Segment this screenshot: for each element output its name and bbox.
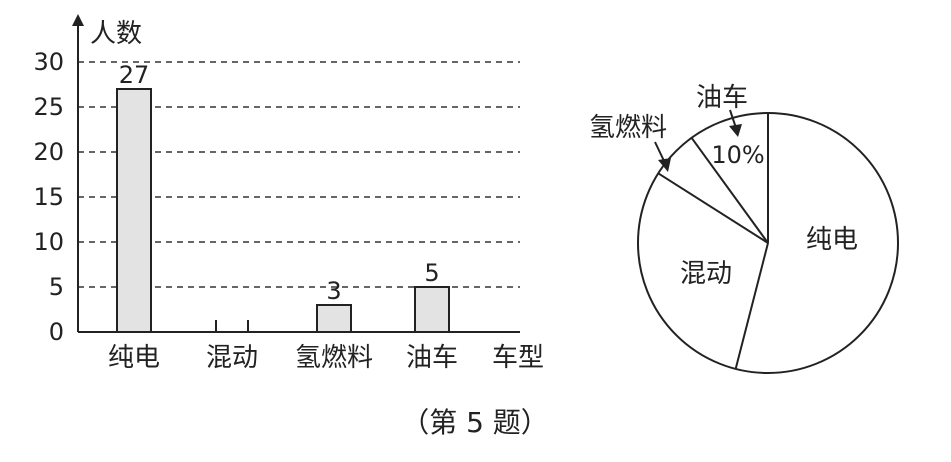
- pie-slice-borders: [657, 113, 769, 370]
- pie-slice-border: [657, 172, 769, 244]
- bars: 27 3 5: [116, 61, 450, 333]
- y-tick-label: 15: [33, 183, 64, 211]
- pie-slice-label: 氢燃料: [589, 113, 667, 143]
- y-tick-labels: 0 5 10 15 20 25 30: [33, 48, 64, 346]
- figure-caption: （第 5 题）: [401, 406, 549, 439]
- bar-data-label: 3: [326, 277, 341, 305]
- x-axis-label: 车型: [492, 343, 544, 373]
- pie-slice-label: 纯电: [806, 225, 858, 255]
- pie-slice-label: 混动: [680, 259, 732, 289]
- y-tick-label: 30: [33, 48, 64, 76]
- category-label: 氢燃料: [295, 343, 373, 373]
- pie-percent-label: 10%: [711, 141, 764, 169]
- bar-data-label: 5: [424, 259, 439, 287]
- y-tick-label: 20: [33, 138, 64, 166]
- pie-slice-border: [690, 137, 769, 244]
- y-tick-label: 0: [49, 318, 64, 346]
- bar-chart: 0 5 10 15 20 25 30 27 3 5 纯电 混动 氢燃料 油车 人数 车型: [33, 14, 544, 373]
- category-label: 纯电: [108, 343, 160, 373]
- pie-callout-arrows: [654, 109, 742, 172]
- category-label: 混动: [206, 343, 258, 373]
- y-axis-arrow: [72, 14, 84, 26]
- y-tick-label: 10: [33, 228, 64, 256]
- bar-data-label: 27: [119, 61, 150, 89]
- y-axis-label: 人数: [90, 19, 142, 49]
- category-label: 油车: [406, 343, 458, 373]
- y-tick-label: 25: [33, 93, 64, 121]
- bar: [414, 286, 450, 333]
- bar: [316, 304, 352, 333]
- y-tick-label: 5: [49, 273, 64, 301]
- pie-slice-border: [734, 242, 769, 370]
- pie-slice-label: 油车: [696, 83, 748, 113]
- category-labels: 纯电 混动 氢燃料 油车: [108, 343, 458, 373]
- bar: [116, 88, 152, 333]
